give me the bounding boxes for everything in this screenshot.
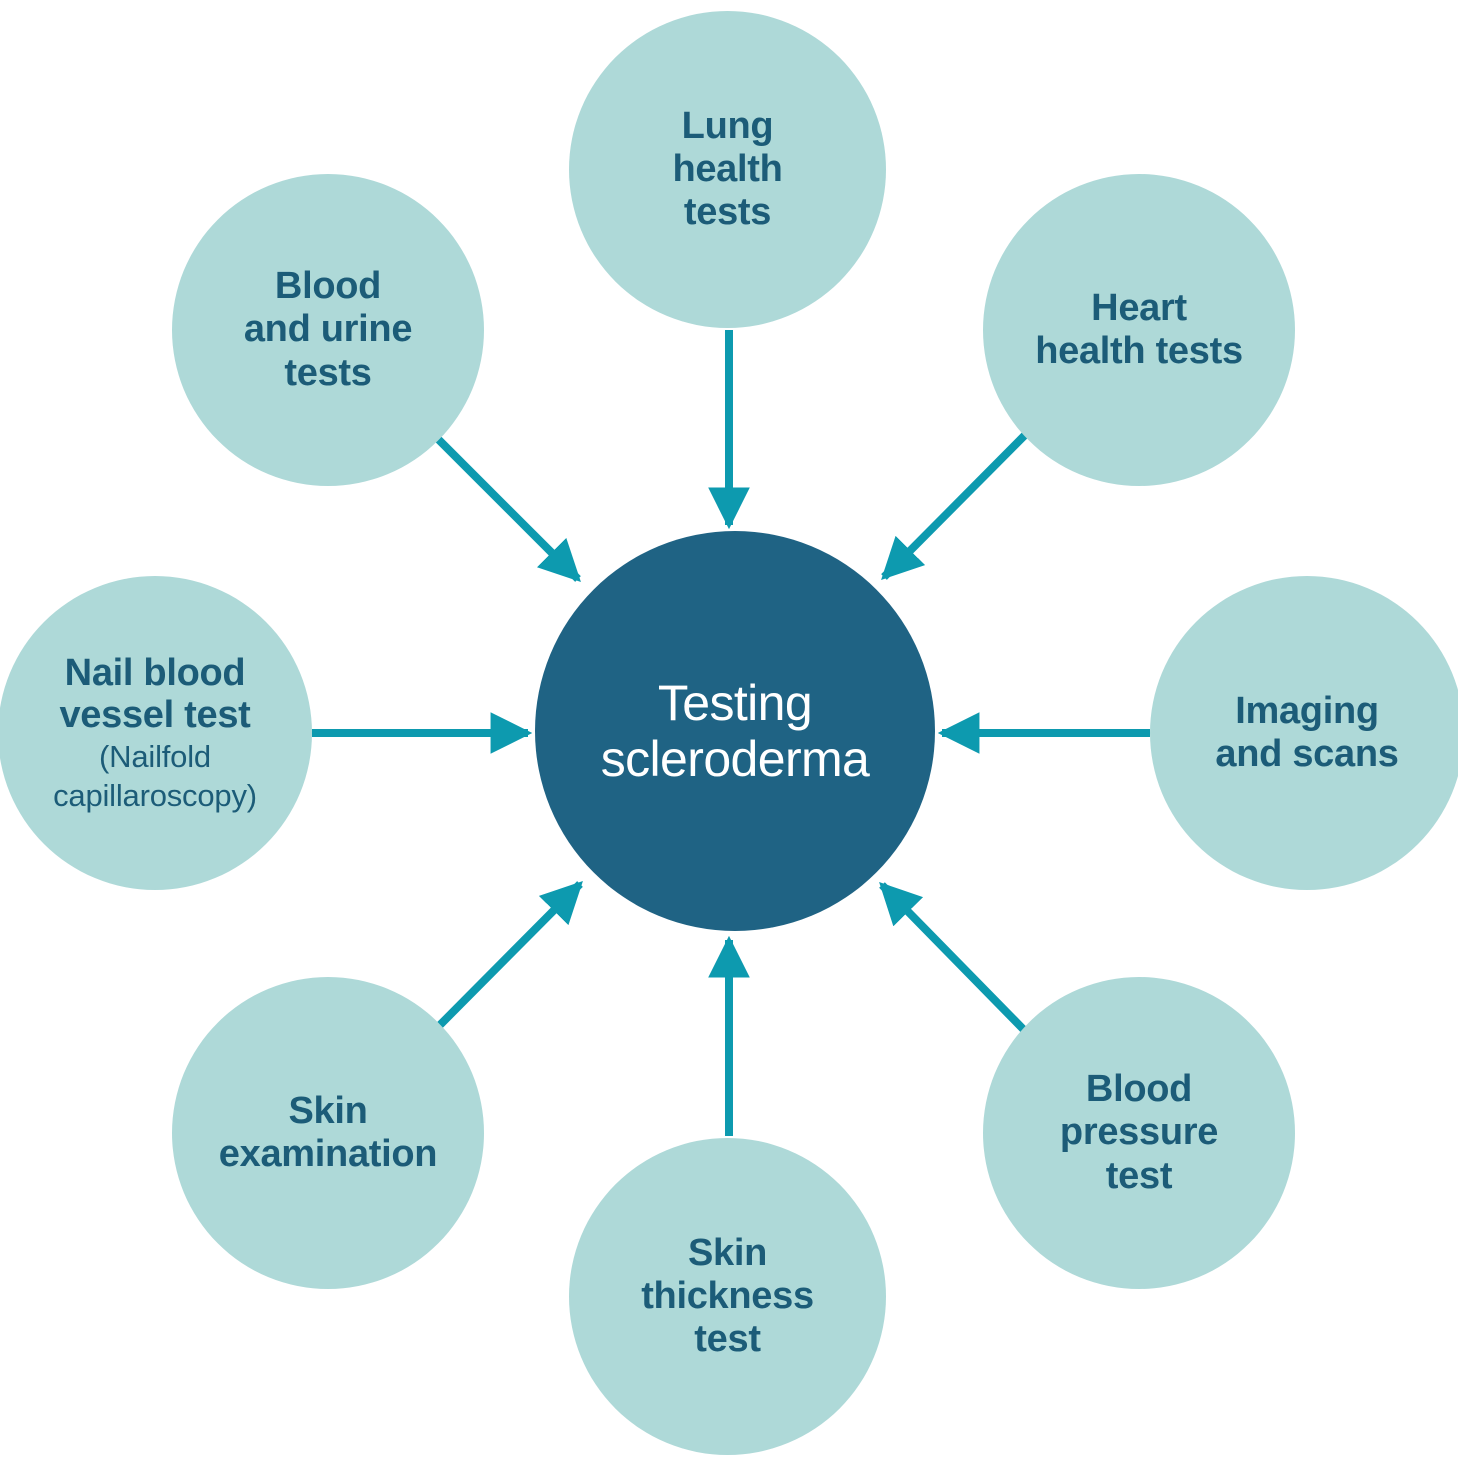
node-label-group: Blood pressure test: [983, 1068, 1295, 1198]
arrow-blood-and-urine-tests: [429, 430, 581, 582]
node-label-line: health tests: [1035, 330, 1243, 372]
node-sublabel-line: capillaroscopy): [53, 777, 257, 813]
node-label-line: test: [1105, 1154, 1173, 1197]
node-nail-blood-vessel-test[interactable]: Nail blood vessel test (Nailfold capilla…: [0, 576, 312, 890]
node-skin-thickness-test[interactable]: Skin thickness test: [569, 1138, 886, 1455]
node-label-line: examination: [218, 1133, 438, 1175]
node-label-line: test: [694, 1318, 761, 1361]
node-label-line: tests: [284, 351, 372, 394]
node-label-line: and scans: [1215, 733, 1399, 775]
node-label-group: Skin thickness test: [569, 1232, 886, 1362]
node-label-line: vessel test: [59, 694, 251, 737]
node-label-line: Blood: [274, 265, 382, 308]
node-label-line: Blood: [1085, 1068, 1193, 1111]
node-imaging-and-scans[interactable]: Imaging and scans: [1150, 576, 1458, 890]
node-label-line: Skin: [288, 1089, 368, 1132]
node-label-line: Nail blood: [64, 651, 246, 694]
node-label-line: Imaging: [1235, 689, 1379, 732]
node-label-line: pressure: [1059, 1111, 1219, 1154]
node-label-line: tests: [683, 191, 772, 234]
arrow-skin-examination: [429, 881, 583, 1036]
node-label-line: Heart: [1091, 286, 1187, 329]
node-label-group: Imaging and scans: [1150, 690, 1458, 777]
center-label-line: Testing: [657, 675, 813, 731]
arrow-blood-pressure-test: [879, 882, 1030, 1036]
node-heart-health-tests[interactable]: Heart health tests: [983, 174, 1295, 486]
node-label-line: and urine: [243, 308, 413, 351]
center-label-line: scleroderma: [600, 731, 870, 787]
center-label-group: Testing scleroderma: [535, 675, 935, 787]
node-sublabel-line: (Nailfold: [99, 738, 211, 774]
node-label-line: thickness: [641, 1274, 814, 1317]
node-label-line: Skin: [687, 1231, 768, 1274]
node-skin-examination[interactable]: Skin examination: [172, 977, 484, 1289]
node-label-group: Skin examination: [172, 1090, 484, 1177]
arrow-heart-health-tests: [881, 430, 1030, 580]
node-testing-scleroderma[interactable]: Testing scleroderma: [535, 531, 935, 931]
node-label-group: Heart health tests: [983, 287, 1295, 374]
node-label-line: health: [672, 147, 783, 190]
node-label-line: Lung: [681, 104, 774, 147]
node-blood-and-urine-tests[interactable]: Blood and urine tests: [172, 174, 484, 486]
node-label-group: Nail blood vessel test (Nailfold capilla…: [0, 652, 312, 814]
node-label-group: Blood and urine tests: [172, 265, 484, 395]
node-blood-pressure-test[interactable]: Blood pressure test: [983, 977, 1295, 1289]
node-label-group: Lung health tests: [569, 105, 886, 235]
node-lung-health-tests[interactable]: Lung health tests: [569, 11, 886, 328]
